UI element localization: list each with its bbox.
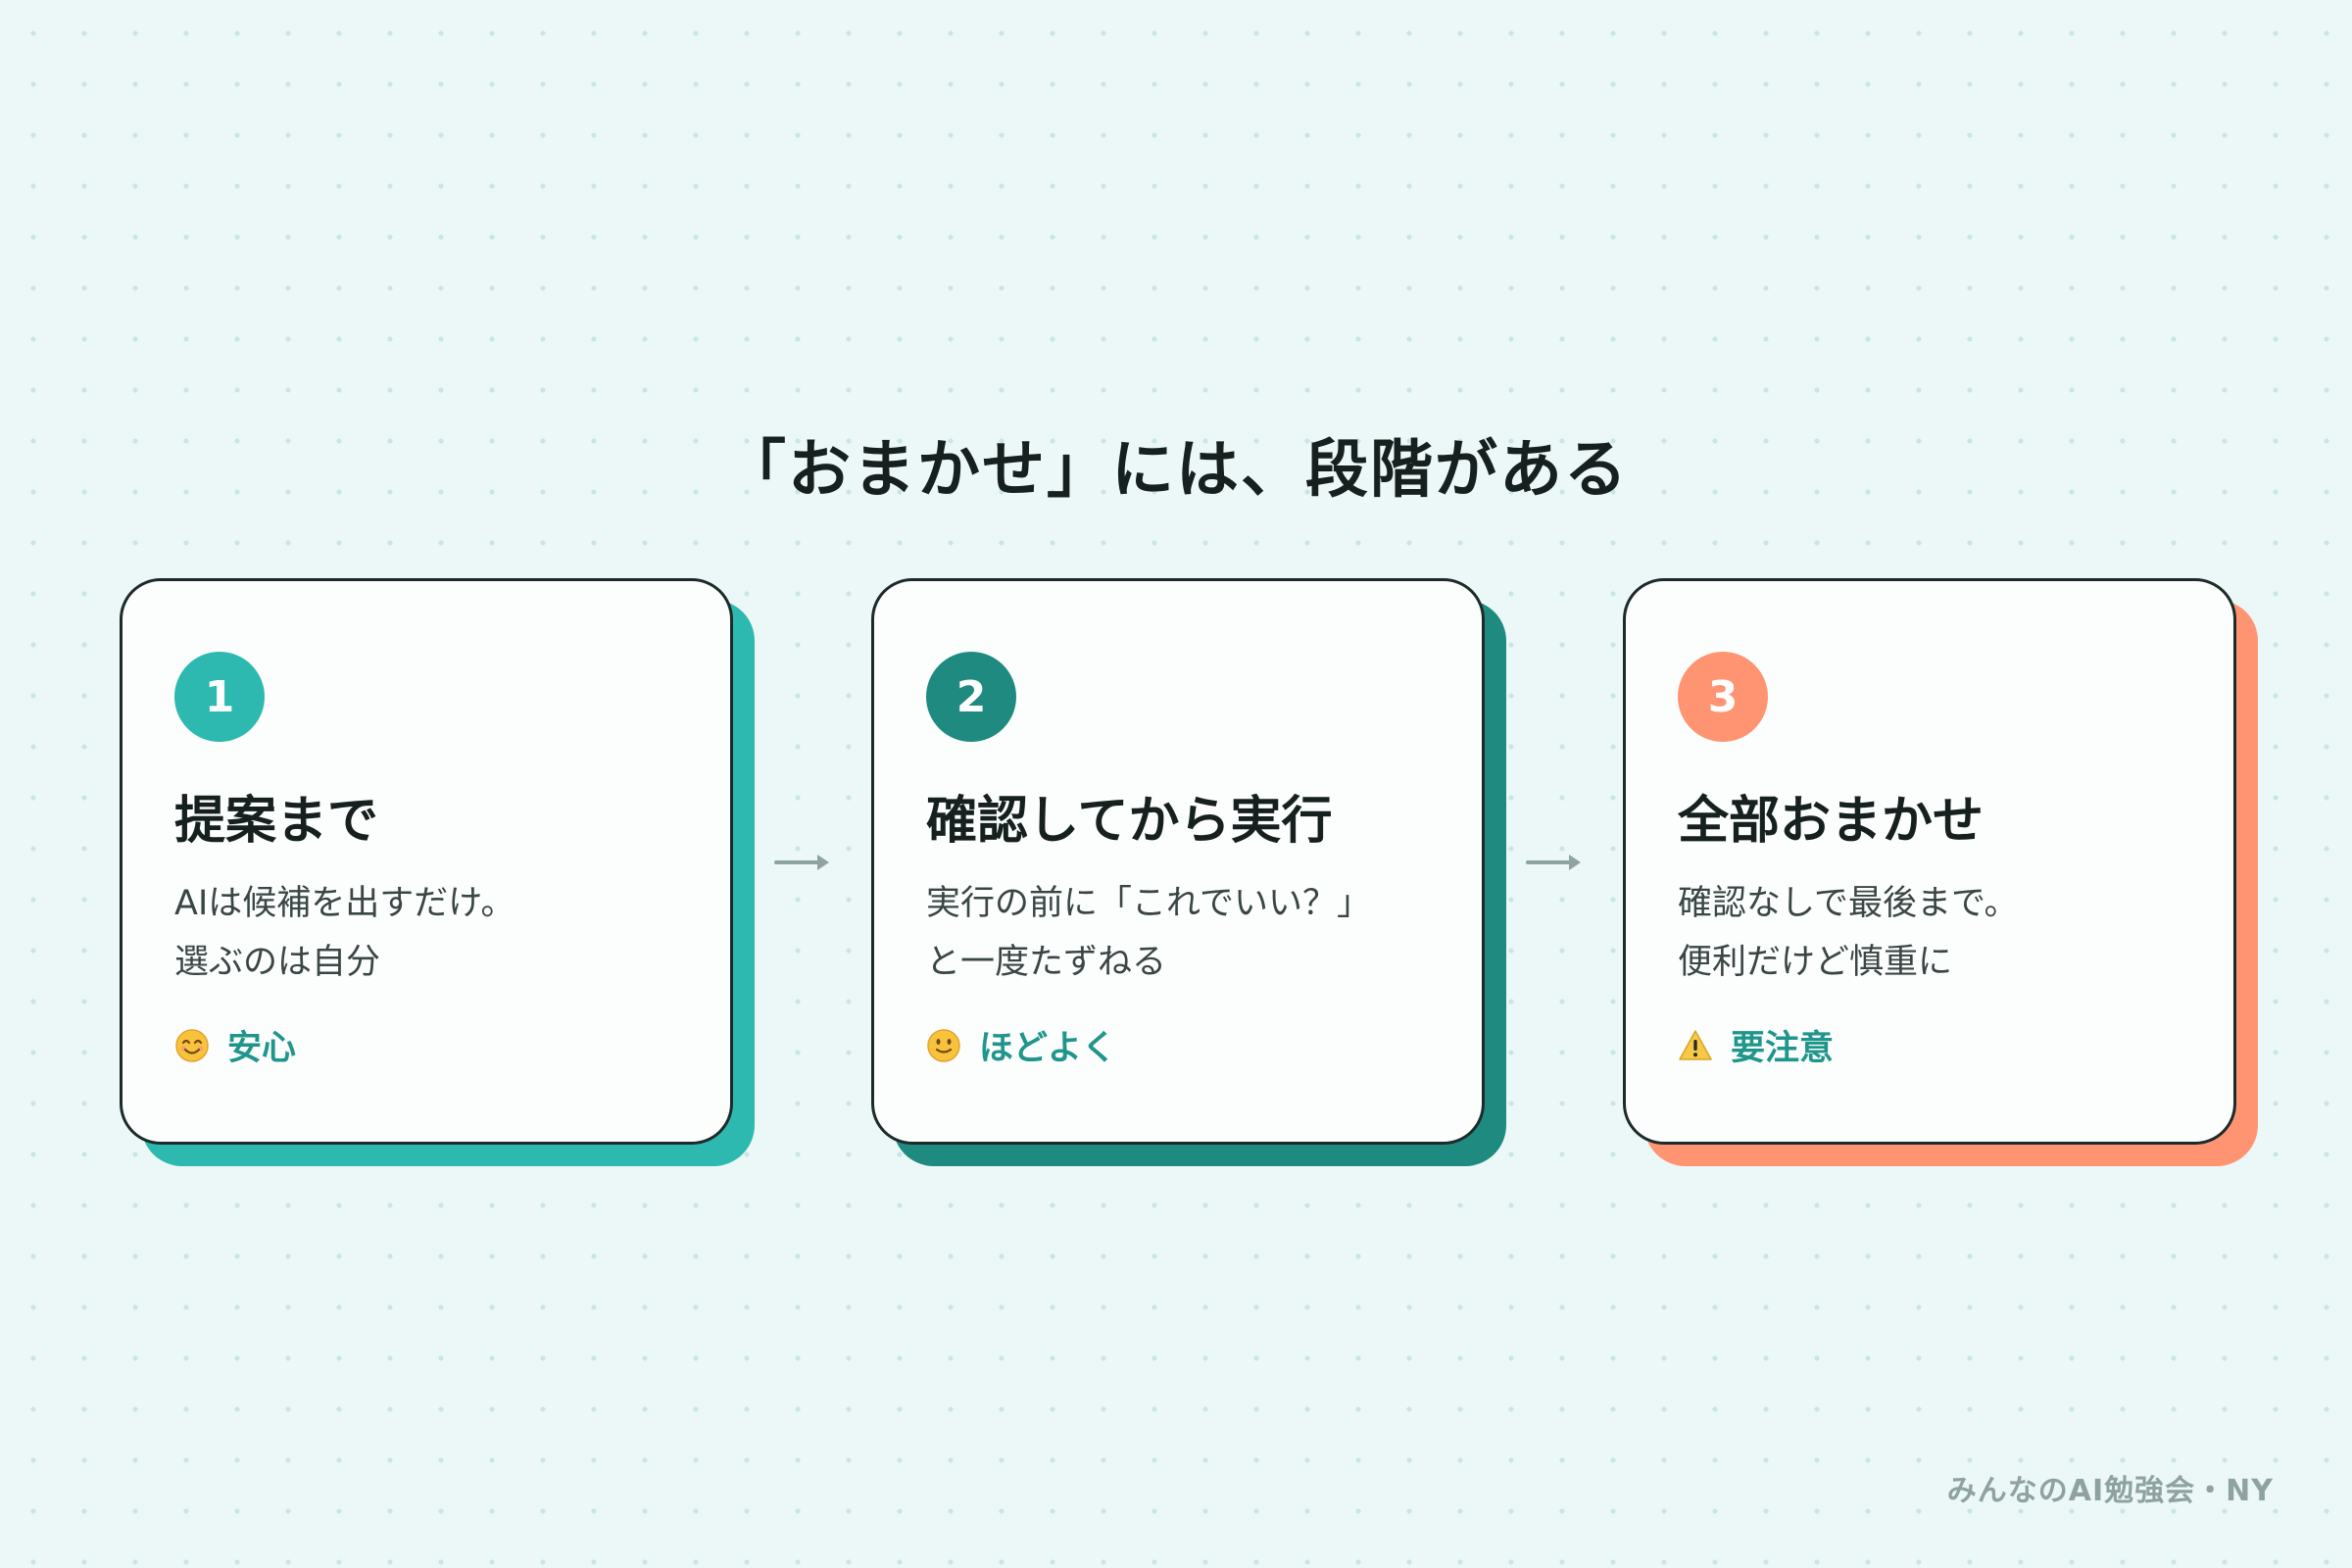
arrow-right-icon <box>774 851 831 874</box>
card-description-line: 実行の前に「これでいい？」 <box>926 884 1371 923</box>
card-title: 全部おまかせ <box>1678 792 1984 851</box>
step-card-2: 2 確認してから実行 実行の前に「これでいい？」 と一度たずねる ほどよく <box>871 578 1506 1166</box>
step-card-3: 3 全部おまかせ 確認なしで最後まで。 便利だけど慎重に 要注意 <box>1623 578 2258 1166</box>
arrow-right-icon <box>1526 851 1583 874</box>
tag-label: ほどよく <box>979 1029 1117 1068</box>
slight-smile-icon <box>926 1028 961 1063</box>
card-title: 確認してから実行 <box>926 792 1333 851</box>
step-number-badge: 1 <box>174 652 265 742</box>
card-title: 提案まで <box>174 792 379 851</box>
card-tag: 安心 <box>174 1020 296 1070</box>
card-description-line: 選ぶのは自分 <box>174 943 381 982</box>
tag-label: 要注意 <box>1731 1029 1835 1068</box>
card-body: 2 確認してから実行 実行の前に「これでいい？」 と一度たずねる ほどよく <box>871 578 1485 1145</box>
page-title: 「おまかせ」には、段階がある <box>723 434 1629 507</box>
warning-icon <box>1678 1028 1713 1063</box>
smiling-face-icon <box>174 1028 210 1063</box>
step-card-1: 1 提案まで AIは候補を出すだけ。 選ぶのは自分 安心 <box>120 578 755 1166</box>
card-description-line: と一度たずねる <box>926 943 1167 982</box>
step-number-badge: 3 <box>1678 652 1768 742</box>
tag-label: 安心 <box>227 1029 297 1068</box>
step-number-badge: 2 <box>926 652 1016 742</box>
footer-credit: みんなのAI勉強会・NY <box>1946 1474 2274 1508</box>
card-description-line: 便利だけど慎重に <box>1678 943 1953 982</box>
card-tag: ほどよく <box>926 1020 1116 1070</box>
card-body: 3 全部おまかせ 確認なしで最後まで。 便利だけど慎重に 要注意 <box>1623 578 2236 1145</box>
card-body: 1 提案まで AIは候補を出すだけ。 選ぶのは自分 安心 <box>120 578 733 1145</box>
card-tag: 要注意 <box>1678 1020 1834 1070</box>
card-description-line: 確認なしで最後まで。 <box>1678 884 2019 923</box>
card-description-line: AIは候補を出すだけ。 <box>174 884 515 923</box>
